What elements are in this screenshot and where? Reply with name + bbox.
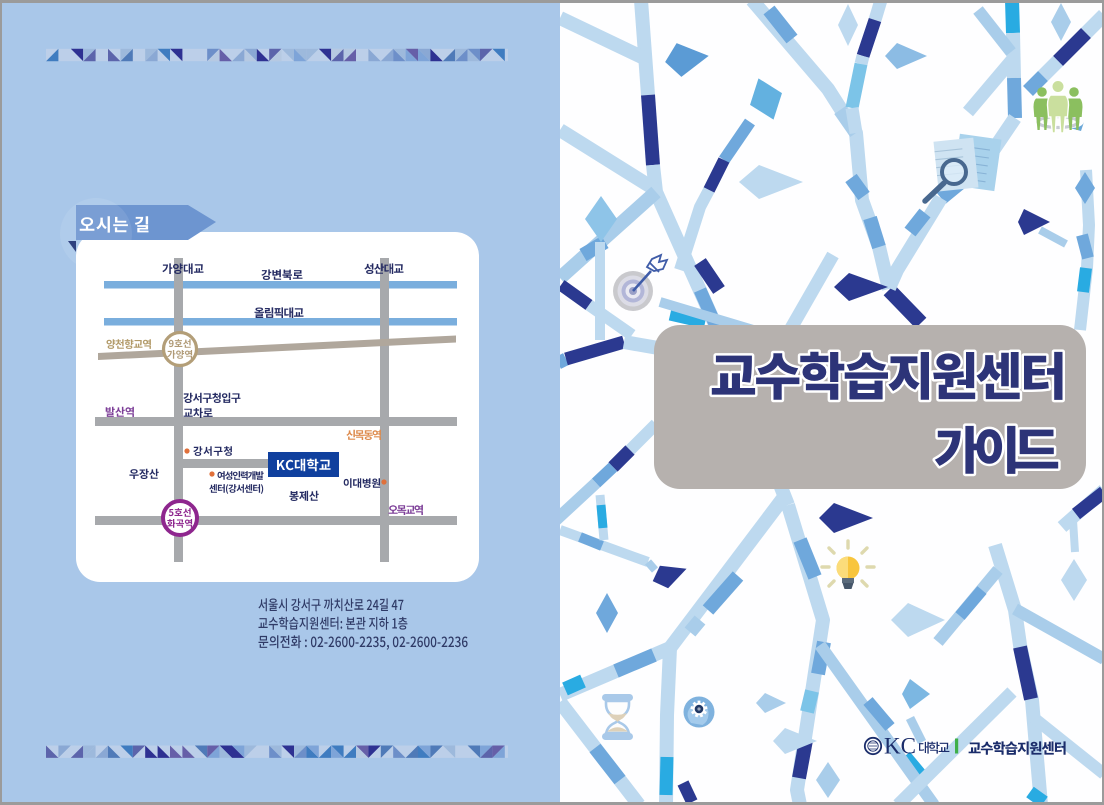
svg-text:KC: KC <box>884 734 916 759</box>
